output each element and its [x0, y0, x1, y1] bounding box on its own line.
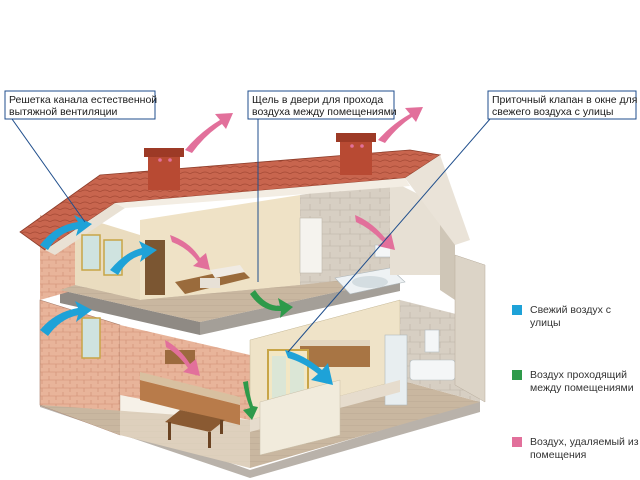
legend-fresh-air-line2: улицы	[530, 317, 561, 329]
callout-box-door-gap	[247, 90, 395, 120]
legend-item-exhaust-air: Воздух, удаляемый из помещения	[530, 436, 639, 462]
legend-passing-air-line1: Воздух проходящий	[530, 369, 628, 381]
chimney-right	[336, 133, 376, 175]
callout-box-exhaust-grille	[4, 90, 156, 120]
passing-air-arrows	[243, 290, 293, 420]
upper-floor	[60, 275, 400, 322]
legend-fresh-air-line1: Свежий воздух с	[530, 304, 611, 316]
legend-passing-air-line2: между помещениями	[530, 382, 634, 394]
dining-table	[165, 410, 225, 448]
legend-exhaust-air-line1: Воздух, удаляемый из	[530, 436, 639, 448]
callout-window-valve-line2: свежего воздуха с улицы	[492, 106, 614, 118]
callout-exhaust-grille-line1: Решетка канала естественной	[9, 94, 158, 106]
ground-bathroom	[409, 329, 456, 381]
callout-door-gap-line1: Щель в двери для прохода	[252, 94, 384, 106]
legend-exhaust-air-line2: помещения	[530, 449, 587, 461]
fresh-air-arrows	[40, 215, 333, 385]
exhaust-air-arrows	[165, 107, 423, 376]
legend-swatch-exhaust-air	[512, 437, 522, 447]
upper-floor-back-wall	[140, 180, 390, 300]
callout-door-gap: Щель в двери для прохода воздуха между п…	[252, 94, 397, 118]
legend-item-fresh-air: Свежий воздух с улицы	[530, 304, 611, 330]
exhaust-grille-markers	[158, 144, 364, 162]
upper-door	[299, 217, 323, 274]
callout-window-valve-line1: Приточный клапан в окне для	[492, 94, 638, 106]
chimney-left	[144, 148, 184, 190]
legend-swatch-passing-air	[512, 370, 522, 380]
callout-exhaust-grille: Решетка канала естественной вытяжной вен…	[9, 94, 157, 118]
legend-swatch-fresh-air	[512, 305, 522, 315]
callout-exhaust-grille-line2: вытяжной вентиляции	[9, 106, 118, 118]
callout-leader-lines	[11, 118, 491, 353]
callout-door-gap-line2: воздуха между помещениями	[252, 106, 397, 118]
callout-box-window-valve	[487, 90, 637, 120]
callout-window-valve: Приточный клапан в окне для свежего возд…	[492, 94, 638, 118]
legend-item-passing-air: Воздух проходящий между помещениями	[530, 369, 634, 395]
ground-floor-front-wall	[250, 379, 400, 456]
